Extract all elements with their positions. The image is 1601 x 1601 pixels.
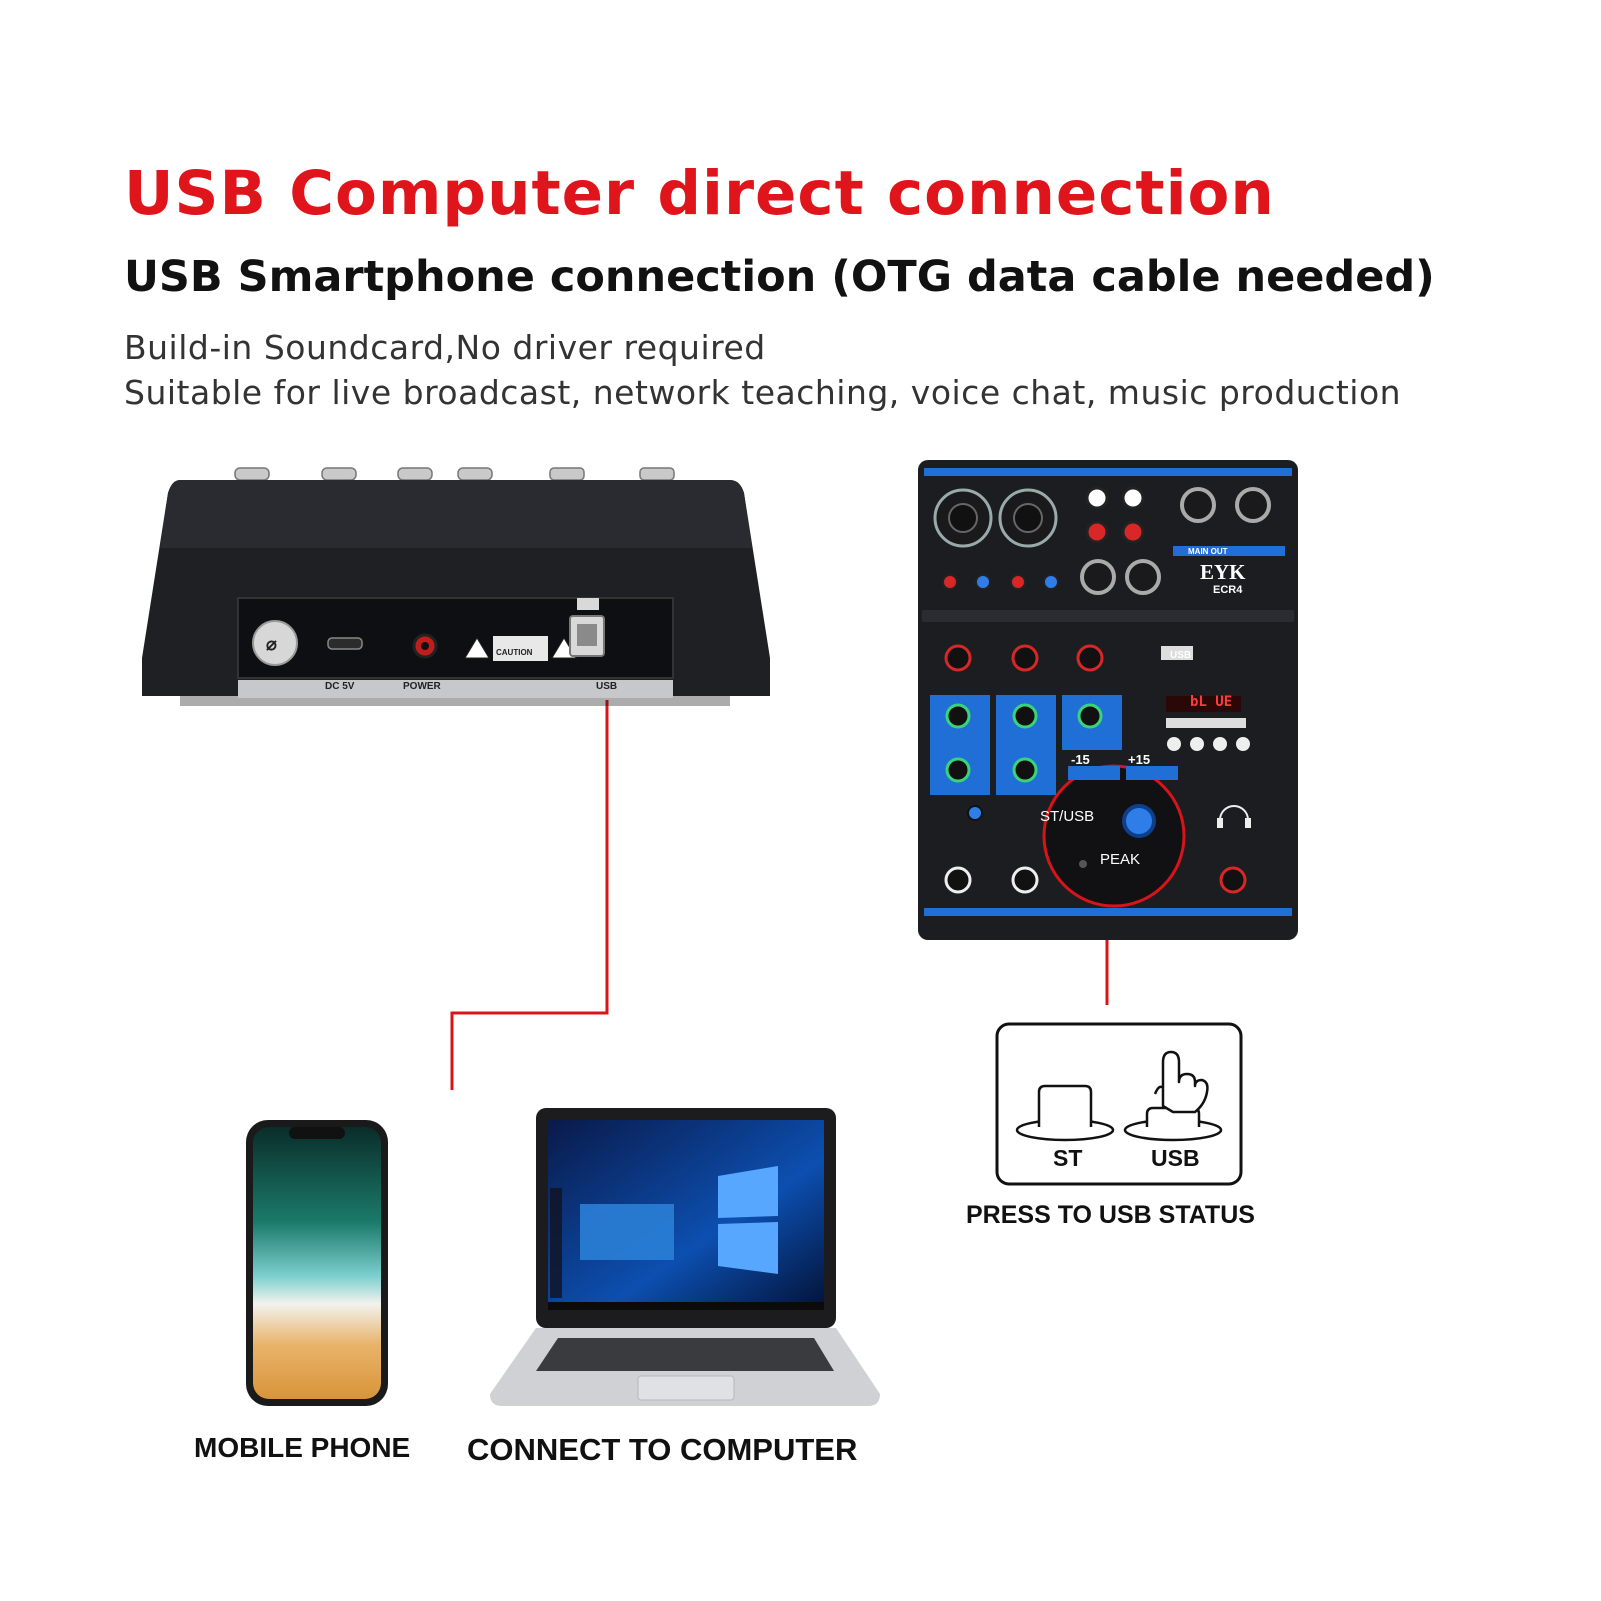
zoom-minus-label: -15 xyxy=(1071,752,1090,767)
mixer-usb-label: USB xyxy=(1170,650,1192,661)
usb-cable-line xyxy=(450,700,609,1090)
page-subtitle: USB Smartphone connection (OTG data cabl… xyxy=(124,252,1435,302)
zoom-plus-label: +15 xyxy=(1128,752,1151,767)
peak-led-label: PEAK xyxy=(1100,851,1141,868)
mobile-phone-image xyxy=(246,1120,388,1406)
switch-diagram xyxy=(995,1022,1243,1186)
st-usb-button-label: ST/USB xyxy=(1040,808,1095,825)
rear-label-usb: USB xyxy=(596,681,618,692)
hand-press-icon xyxy=(1153,1050,1209,1114)
warning-icon xyxy=(464,637,490,659)
mixer-display: bL UE xyxy=(1190,694,1233,710)
phone-caption: MOBILE PHONE xyxy=(194,1432,411,1463)
switch-usb-label: USB xyxy=(1151,1145,1200,1171)
mixer-model: ECR4 xyxy=(1213,584,1243,596)
rear-label-caution: CAUTION xyxy=(496,648,533,657)
mixer-top-view xyxy=(918,460,1298,940)
laptop-image xyxy=(490,1108,880,1406)
rear-label-dc: DC 5V xyxy=(325,681,355,692)
rear-label-power: POWER xyxy=(403,681,441,692)
svg-text:⌀: ⌀ xyxy=(266,634,277,654)
mixer-brand: EYK xyxy=(1200,560,1246,584)
mixer-rear-panel: ⌀ xyxy=(142,467,770,706)
computer-caption: CONNECT TO COMPUTER xyxy=(467,1432,858,1467)
switch-st-label: ST xyxy=(1053,1145,1083,1171)
description-line-1: Build-in Soundcard,No driver required xyxy=(124,328,766,367)
switch-caption: PRESS TO USB STATUS xyxy=(966,1201,1255,1229)
description-line-2: Suitable for live broadcast, network tea… xyxy=(124,373,1402,412)
mixer-main-out: MAIN OUT xyxy=(1188,547,1228,556)
headphones-icon xyxy=(1217,805,1251,828)
page-title: USB Computer direct connection xyxy=(124,158,1275,229)
